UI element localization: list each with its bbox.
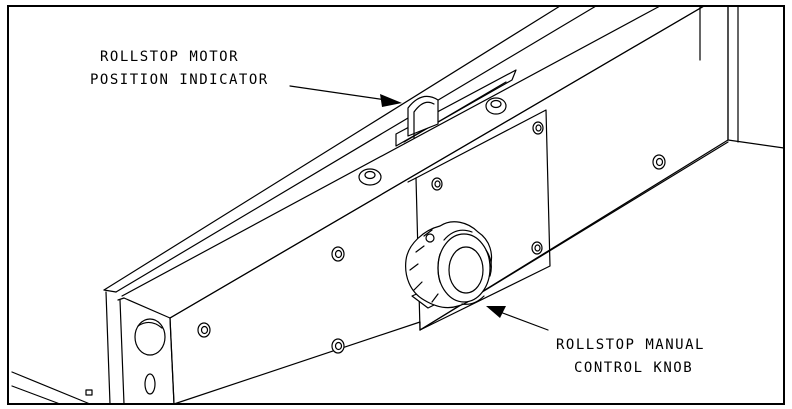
screw	[485, 97, 507, 115]
top-rail	[103, 5, 661, 297]
right-bracket	[699, 5, 785, 149]
screw	[331, 338, 345, 354]
indicator-leader	[289, 85, 402, 107]
indicator-callout-line2: POSITION INDICATOR	[90, 72, 269, 88]
indicator-slot	[395, 69, 517, 147]
knob-callout-line2: CONTROL KNOB	[574, 360, 693, 376]
knob-callout-line1: ROLLSTOP MANUAL	[556, 337, 705, 353]
screw	[197, 322, 211, 338]
screw	[532, 121, 544, 135]
left-end-cap	[11, 318, 166, 405]
fasteners	[197, 97, 666, 354]
position-indicator-flag[interactable]	[407, 95, 439, 139]
screw	[652, 154, 666, 170]
manual-control-knob[interactable]	[405, 221, 493, 309]
screw	[531, 241, 543, 255]
drawing-frame	[7, 5, 785, 405]
screw	[431, 177, 443, 191]
knob-mounting-plate	[407, 109, 551, 331]
knob-leader	[486, 306, 549, 331]
screw	[331, 246, 345, 262]
indicator-callout-line1: ROLLSTOP MOTOR	[100, 49, 239, 65]
housing-front	[105, 5, 729, 405]
screw	[358, 168, 382, 186]
